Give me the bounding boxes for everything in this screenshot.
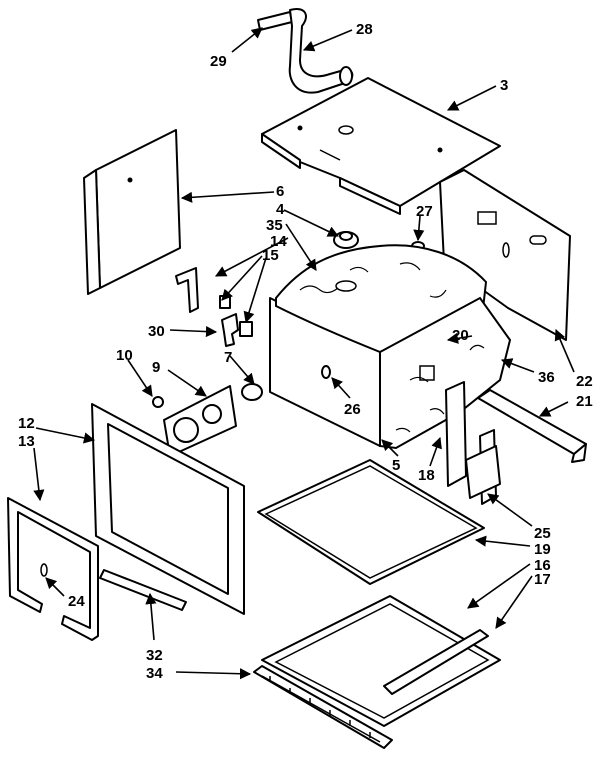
callout-32: 32 — [146, 647, 163, 664]
callout-4: 4 — [276, 201, 285, 218]
callout-17: 17 — [534, 571, 551, 588]
door-frame-part — [91, 403, 245, 615]
leader-lines — [33, 27, 575, 680]
callout-14: 14 — [270, 233, 287, 250]
callout-27: 27 — [416, 203, 433, 220]
callout-10: 10 — [116, 347, 133, 364]
callout-15: 15 — [262, 247, 279, 264]
rail-part — [477, 389, 587, 463]
callout-22: 22 — [576, 373, 593, 390]
grommets-part — [333, 231, 425, 251]
side-panel-left-part — [83, 129, 181, 295]
callout-35: 35 — [266, 217, 283, 234]
callout-28: 28 — [356, 21, 373, 38]
callout-36: 36 — [538, 369, 555, 386]
vent-tube-part — [257, 8, 354, 94]
callout-25: 25 — [534, 525, 551, 542]
door-seal-part — [7, 497, 99, 641]
callout-16: 16 — [534, 557, 551, 574]
oven-liner-part — [269, 244, 512, 450]
callout-24: 24 — [68, 593, 85, 610]
callout-34: 34 — [146, 665, 163, 682]
oven-rack-part — [257, 459, 485, 585]
callout-12: 12 — [18, 415, 35, 432]
brackets-part — [175, 267, 253, 347]
callout-19: 19 — [534, 541, 551, 558]
callout-9: 9 — [152, 359, 160, 376]
vent-strip-part — [253, 665, 393, 749]
callout-21: 21 — [576, 393, 593, 410]
rack-supports-part — [445, 381, 501, 505]
bottom-panel-part — [261, 595, 501, 727]
callout-29: 29 — [210, 53, 227, 70]
callout-18: 18 — [418, 467, 435, 484]
top-panel-part — [261, 77, 501, 215]
callout-13: 13 — [18, 433, 35, 450]
callout-7: 7 — [224, 349, 232, 366]
callout-5: 5 — [392, 457, 400, 474]
callout-6: 6 — [276, 183, 284, 200]
callout-20: 20 — [452, 327, 469, 344]
callout-26: 26 — [344, 401, 361, 418]
callout-labels: 29 28 3 6 4 35 14 15 27 30 7 9 10 20 36 … — [18, 21, 593, 682]
callout-3: 3 — [500, 77, 508, 94]
callout-30: 30 — [148, 323, 165, 340]
